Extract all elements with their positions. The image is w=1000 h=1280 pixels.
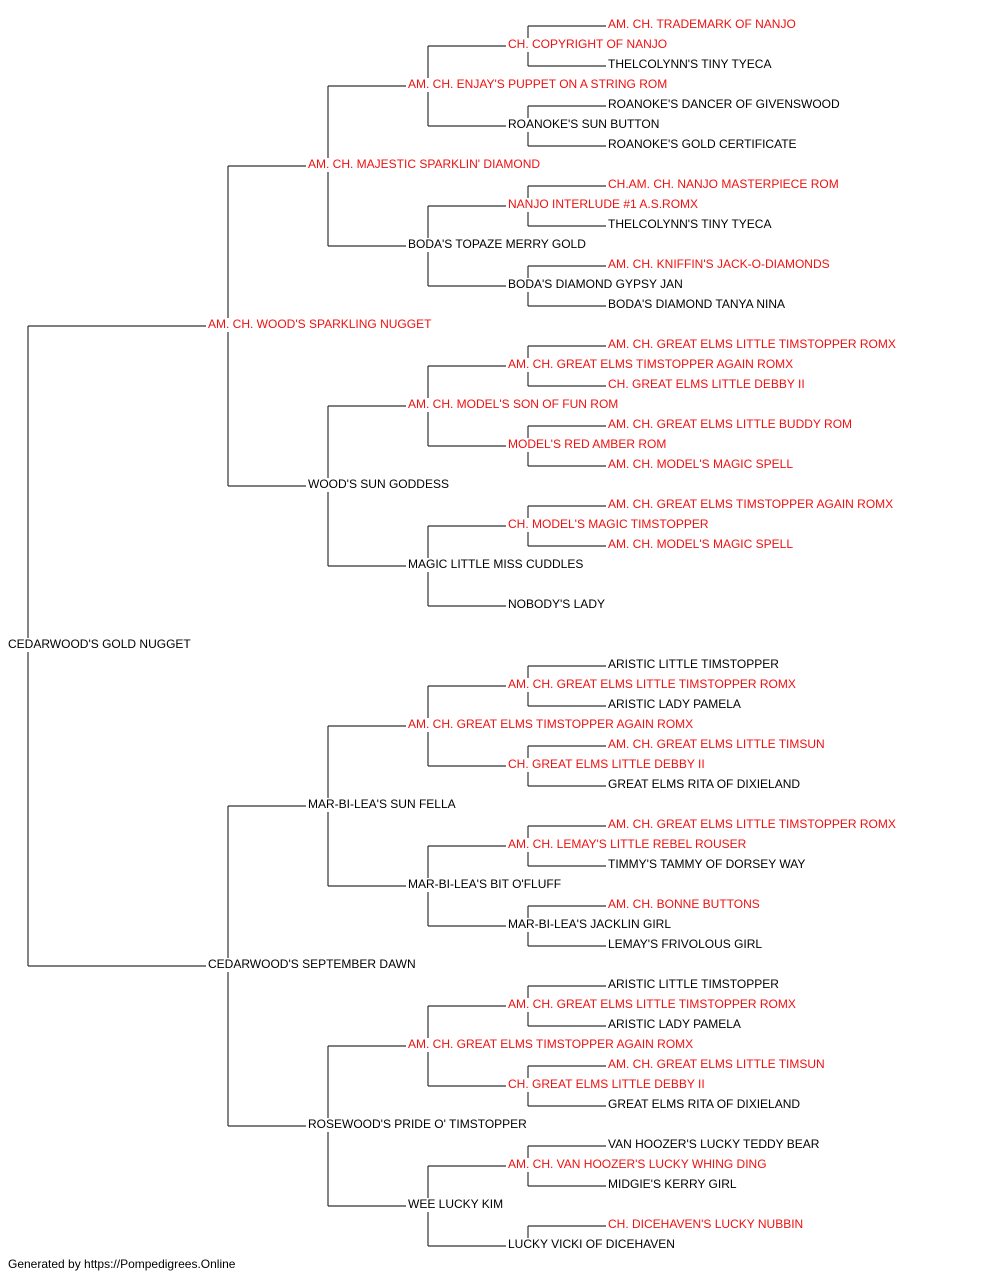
pedigree-entry-subject-dam-sire-sire-dam-sire: AM. CH. GREAT ELMS LITTLE TIMSUN bbox=[608, 737, 825, 751]
pedigree-entry-subject-sire-sire-dam-dam-sire: AM. CH. KNIFFIN'S JACK-O-DIAMONDS bbox=[608, 257, 830, 271]
pedigree-entry-subject-sire-sire-sire-dam: ROANOKE'S SUN BUTTON bbox=[508, 117, 659, 131]
pedigree-entry-subject-dam-dam-sire-sire-sire: ARISTIC LITTLE TIMSTOPPER bbox=[608, 977, 779, 991]
pedigree-entry-subject-sire-dam-dam-sire-dam: AM. CH. MODEL'S MAGIC SPELL bbox=[608, 537, 793, 551]
pedigree-entry-subject-sire-dam-sire-dam-dam: AM. CH. MODEL'S MAGIC SPELL bbox=[608, 457, 793, 471]
pedigree-entry-subject-sire-sire-dam-dam-dam: BODA'S DIAMOND TANYA NINA bbox=[608, 297, 785, 311]
pedigree-entry-subject-dam-sire-dam: MAR-BI-LEA'S BIT O'FLUFF bbox=[408, 877, 561, 891]
pedigree-entry-subject-sire-dam-dam: MAGIC LITTLE MISS CUDDLES bbox=[408, 557, 583, 571]
pedigree-entry-subject-dam-dam-dam-dam-sire: CH. DICEHAVEN'S LUCKY NUBBIN bbox=[608, 1217, 803, 1231]
pedigree-entry-subject-sire: AM. CH. WOOD'S SPARKLING NUGGET bbox=[208, 317, 432, 331]
pedigree-entry-subject-sire-sire-sire-sire-sire: AM. CH. TRADEMARK OF NANJO bbox=[608, 17, 796, 31]
pedigree-entry-subject-sire-sire-sire-dam-sire: ROANOKE'S DANCER OF GIVENSWOOD bbox=[608, 97, 840, 111]
pedigree-entry-subject-dam-sire: MAR-BI-LEA'S SUN FELLA bbox=[308, 797, 456, 811]
pedigree-entry-subject-dam-sire-dam-dam-dam: LEMAY'S FRIVOLOUS GIRL bbox=[608, 937, 762, 951]
pedigree-entry-subject-dam-dam-dam-sire-sire: VAN HOOZER'S LUCKY TEDDY BEAR bbox=[608, 1137, 820, 1151]
pedigree-entry-subject-sire-sire-dam-sire: NANJO INTERLUDE #1 A.S.ROMX bbox=[508, 197, 698, 211]
pedigree-entry-subject-dam-sire-sire-sire-sire: ARISTIC LITTLE TIMSTOPPER bbox=[608, 657, 779, 671]
pedigree-entry-subject-sire-sire-sire: AM. CH. ENJAY'S PUPPET ON A STRING ROM bbox=[408, 77, 667, 91]
pedigree-entry-subject-dam-dam-sire-dam-dam: GREAT ELMS RITA OF DIXIELAND bbox=[608, 1097, 800, 1111]
pedigree-entry-subject-dam-dam-dam-sire-dam: MIDGIE'S KERRY GIRL bbox=[608, 1177, 737, 1191]
pedigree-entry-subject-sire-dam-sire-dam: MODEL'S RED AMBER ROM bbox=[508, 437, 666, 451]
pedigree-entry-subject-sire-sire-dam-dam: BODA'S DIAMOND GYPSY JAN bbox=[508, 277, 683, 291]
pedigree-entry-subject-dam-dam-sire-sire-dam: ARISTIC LADY PAMELA bbox=[608, 1017, 741, 1031]
pedigree-entry-subject-sire-dam-sire-sire: AM. CH. GREAT ELMS TIMSTOPPER AGAIN ROMX bbox=[508, 357, 793, 371]
pedigree-entry-subject-dam: CEDARWOOD'S SEPTEMBER DAWN bbox=[208, 957, 416, 971]
pedigree-entry-subject-dam-sire-dam-sire-sire: AM. CH. GREAT ELMS LITTLE TIMSTOPPER ROM… bbox=[608, 817, 896, 831]
pedigree-entry-subject-dam-sire-sire: AM. CH. GREAT ELMS TIMSTOPPER AGAIN ROMX bbox=[408, 717, 693, 731]
pedigree-entry-subject-dam-sire-sire-dam-dam: GREAT ELMS RITA OF DIXIELAND bbox=[608, 777, 800, 791]
pedigree-entry-subject-dam-dam-dam: WEE LUCKY KIM bbox=[408, 1197, 503, 1211]
pedigree-entry-subject-sire-dam-sire-sire-sire: AM. CH. GREAT ELMS LITTLE TIMSTOPPER ROM… bbox=[608, 337, 896, 351]
pedigree-entry-subject-dam-sire-sire-dam: CH. GREAT ELMS LITTLE DEBBY II bbox=[508, 757, 705, 771]
pedigree-entry-subject-dam-dam-dam-dam: LUCKY VICKI OF DICEHAVEN bbox=[508, 1237, 675, 1250]
pedigree-entry-subject-sire-dam-sire: AM. CH. MODEL'S SON OF FUN ROM bbox=[408, 397, 618, 411]
pedigree-entry-subject-sire-dam-sire-dam-sire: AM. CH. GREAT ELMS LITTLE BUDDY ROM bbox=[608, 417, 852, 431]
pedigree-entry-subject-dam-dam: ROSEWOOD'S PRIDE O' TIMSTOPPER bbox=[308, 1117, 527, 1131]
pedigree-entry-subject-sire-sire-sire-sire: CH. COPYRIGHT OF NANJO bbox=[508, 37, 667, 51]
pedigree-entry-subject-sire-sire-sire-dam-dam: ROANOKE'S GOLD CERTIFICATE bbox=[608, 137, 797, 151]
pedigree-entry-subject-sire-sire-dam-sire-dam: THELCOLYNN'S TINY TYECA bbox=[608, 217, 771, 231]
pedigree-entry-subject-dam-sire-dam-dam: MAR-BI-LEA'S JACKLIN GIRL bbox=[508, 917, 671, 931]
pedigree-entry-subject-dam-dam-dam-sire: AM. CH. VAN HOOZER'S LUCKY WHING DING bbox=[508, 1157, 767, 1171]
pedigree-entry-subject-sire-dam-sire-sire-dam: CH. GREAT ELMS LITTLE DEBBY II bbox=[608, 377, 805, 391]
pedigree-entry-subject-sire-dam-dam-sire-sire: AM. CH. GREAT ELMS TIMSTOPPER AGAIN ROMX bbox=[608, 497, 893, 511]
pedigree-entry-subject-sire-sire-dam-sire-sire: CH.AM. CH. NANJO MASTERPIECE ROM bbox=[608, 177, 839, 191]
pedigree-entry-subject-sire-dam: WOOD'S SUN GODDESS bbox=[308, 477, 449, 491]
pedigree-entry-subject-dam-dam-sire: AM. CH. GREAT ELMS TIMSTOPPER AGAIN ROMX bbox=[408, 1037, 693, 1051]
pedigree-entry-subject-dam-dam-sire-dam-sire: AM. CH. GREAT ELMS LITTLE TIMSUN bbox=[608, 1057, 825, 1071]
pedigree-tree: CEDARWOOD'S GOLD NUGGET AM. CH. WOOD'S SP… bbox=[8, 17, 896, 1250]
pedigree-entry-subject-sire-sire: AM. CH. MAJESTIC SPARKLIN' DIAMOND bbox=[308, 157, 540, 171]
pedigree-entry-subject-dam-sire-dam-sire: AM. CH. LEMAY'S LITTLE REBEL ROUSER bbox=[508, 837, 747, 851]
pedigree-entry-subject-dam-sire-sire-sire-dam: ARISTIC LADY PAMELA bbox=[608, 697, 741, 711]
pedigree-entry-subject-sire-sire-dam: BODA'S TOPAZE MERRY GOLD bbox=[408, 237, 586, 251]
footer-credit: Generated by https://Pompedigrees.Online bbox=[8, 1257, 236, 1271]
pedigree-entry-subject-dam-sire-dam-sire-dam: TIMMY'S TAMMY OF DORSEY WAY bbox=[608, 857, 805, 871]
pedigree-entry-subject-sire-dam-dam-dam: NOBODY'S LADY bbox=[508, 597, 605, 611]
pedigree-entry-subject-sire-dam-dam-sire: CH. MODEL'S MAGIC TIMSTOPPER bbox=[508, 517, 709, 531]
pedigree-entry-subject-dam-sire-sire-sire: AM. CH. GREAT ELMS LITTLE TIMSTOPPER ROM… bbox=[508, 677, 796, 691]
pedigree-entry-subject: CEDARWOOD'S GOLD NUGGET bbox=[8, 637, 191, 651]
pedigree-entry-subject-dam-dam-sire-dam: CH. GREAT ELMS LITTLE DEBBY II bbox=[508, 1077, 705, 1091]
pedigree-entry-subject-dam-sire-dam-dam-sire: AM. CH. BONNE BUTTONS bbox=[608, 897, 760, 911]
pedigree-entry-subject-sire-sire-sire-sire-dam: THELCOLYNN'S TINY TYECA bbox=[608, 57, 771, 71]
pedigree-entry-subject-dam-dam-sire-sire: AM. CH. GREAT ELMS LITTLE TIMSTOPPER ROM… bbox=[508, 997, 796, 1011]
